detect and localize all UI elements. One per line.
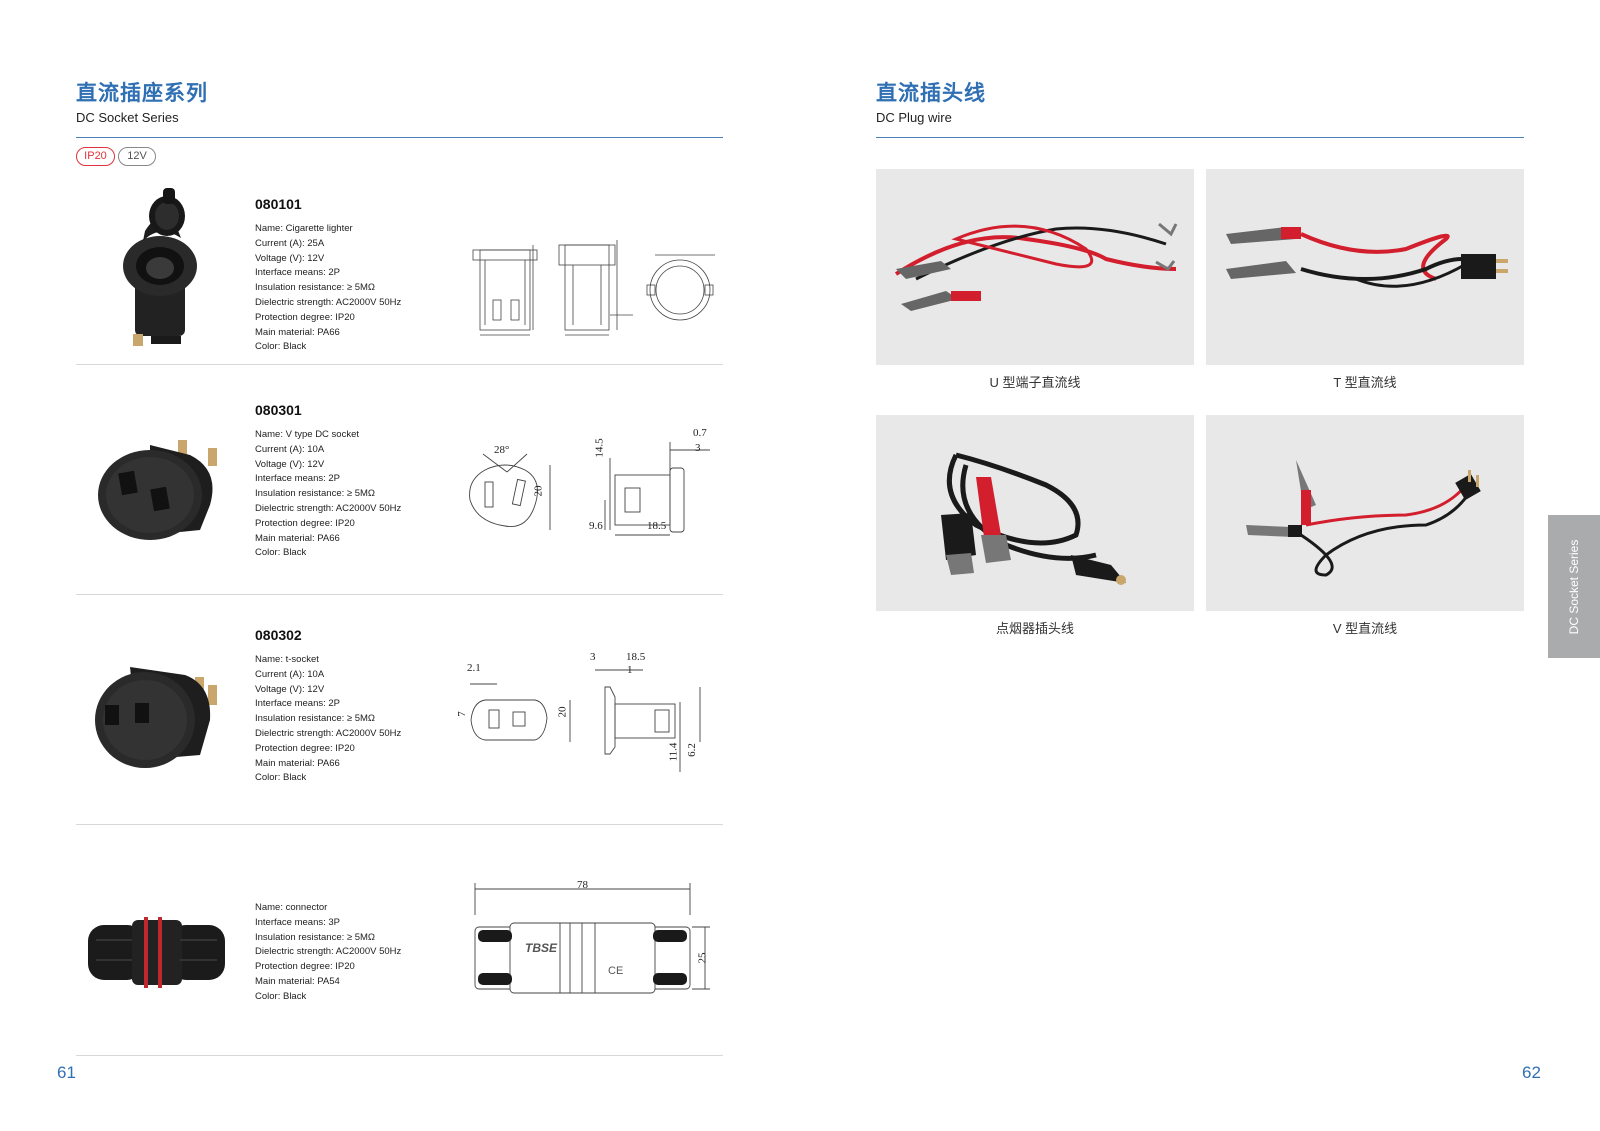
spec-line: Protection degree: IP20 xyxy=(255,961,355,973)
spec-line: Insulation resistance: ≥ 5MΩ xyxy=(255,488,376,500)
dim-label: 7 xyxy=(455,711,468,717)
connector-specs: Name: connector Interface means: 3P Insu… xyxy=(255,901,401,1005)
spec-line: Insulation resistance: ≥ 5MΩ xyxy=(255,713,376,725)
caption-v-type-wire: V 型直流线 xyxy=(1332,621,1398,636)
spec-line: Name: t-socket xyxy=(255,654,319,665)
spec-line: Color: Black xyxy=(255,772,307,784)
dim-label: 78 xyxy=(577,879,588,891)
spec-line: Main material: PA66 xyxy=(255,757,340,769)
left-title-en: DC Socket Series xyxy=(76,110,179,125)
caption-u-type-wire: U 型端子直流线 xyxy=(989,375,1081,390)
divider xyxy=(76,824,723,825)
right-header-rule xyxy=(876,137,1524,138)
spec-line: Current (A): 10A xyxy=(255,443,325,455)
spec-line: Dielectric strength: AC2000V 50Hz xyxy=(255,296,402,308)
spec-line: Name: connector xyxy=(255,902,328,913)
spec-line: Color: Black xyxy=(255,990,307,1002)
spec-line: Protection degree: IP20 xyxy=(255,311,355,323)
dim-label: 3 xyxy=(590,651,596,663)
left-title-cn: 直流插座系列 xyxy=(76,82,208,105)
caption-t-type-wire: T 型直流线 xyxy=(1333,375,1397,390)
dim-label: 1 xyxy=(627,664,633,676)
spec-line: Protection degree: IP20 xyxy=(255,742,355,754)
dim-label: 11.4 xyxy=(667,742,680,762)
side-tab[interactable]: DC Socket Series xyxy=(1548,515,1600,658)
connector-photo xyxy=(82,905,232,1000)
dim-label: 18.5 xyxy=(647,520,667,532)
product-080302-drawing: 2.1 7 20 3 18.5 1 11.4 6.2 xyxy=(456,651,725,777)
product-080101-photo xyxy=(115,186,205,356)
spec-line: Interface means: 3P xyxy=(255,916,341,928)
spec-line: Name: Cigarette lighter xyxy=(255,223,353,234)
dim-label: 18.5 xyxy=(626,651,646,663)
dim-label: 28° xyxy=(494,444,510,456)
spec-line: Interface means: 2P xyxy=(255,698,341,710)
photo-cigarette-plug-wire xyxy=(876,415,1194,611)
spec-line: Name: V type DC socket xyxy=(255,429,360,440)
dim-label: 9.6 xyxy=(589,520,603,532)
spec-line: Dielectric strength: AC2000V 50Hz xyxy=(255,946,402,958)
spec-line: Voltage (V): 12V xyxy=(255,683,325,695)
product-080301-code: 080301 xyxy=(255,402,302,418)
spec-line: Current (A): 10A xyxy=(255,668,325,680)
spec-line: Main material: PA54 xyxy=(255,975,340,987)
product-080302-photo xyxy=(90,655,225,775)
product-080302-specs: Name: t-socket Current (A): 10A Voltage … xyxy=(255,653,401,786)
brand-mark: TBSE xyxy=(525,941,558,955)
product-080301-photo xyxy=(90,430,225,550)
spec-line: Interface means: 2P xyxy=(255,267,341,279)
spec-line: Protection degree: IP20 xyxy=(255,517,355,529)
spec-line: Interface means: 2P xyxy=(255,473,341,485)
page-number-left: 61 xyxy=(57,1063,76,1082)
spec-line: Color: Black xyxy=(255,547,307,559)
photo-v-type-wire xyxy=(1206,415,1524,611)
spec-line: Main material: PA66 xyxy=(255,532,340,544)
product-080101-specs: Name: Cigarette lighter Current (A): 25A… xyxy=(255,222,401,355)
dim-label: 25 xyxy=(696,952,709,964)
product-080301-drawing: 28° 20 14.5 0.7 3 9.6 18.5 xyxy=(465,427,725,550)
product-080101-code: 080101 xyxy=(255,196,302,212)
spec-line: Dielectric strength: AC2000V 50Hz xyxy=(255,727,402,739)
divider xyxy=(76,1055,723,1056)
divider xyxy=(76,594,723,595)
spec-line: Color: Black xyxy=(255,341,307,353)
spec-line: Insulation resistance: ≥ 5MΩ xyxy=(255,931,376,943)
tag-12v: 12V xyxy=(118,147,156,166)
product-080302-code: 080302 xyxy=(255,627,302,643)
connector-drawing: 78 25 TBSE CE xyxy=(470,875,720,995)
left-header-rule xyxy=(76,137,723,138)
spec-line: Main material: PA66 xyxy=(255,326,340,338)
divider xyxy=(76,364,723,365)
ce-mark: CE xyxy=(608,965,624,977)
spec-line: Insulation resistance: ≥ 5MΩ xyxy=(255,282,376,294)
dim-label: 20 xyxy=(532,485,545,497)
product-080301-specs: Name: V type DC socket Current (A): 10A … xyxy=(255,428,401,561)
dim-label: 3 xyxy=(695,442,701,454)
dim-label: 6.2 xyxy=(685,743,698,757)
side-tab-label: DC Socket Series xyxy=(1567,539,1581,634)
page-number-right: 62 xyxy=(1522,1063,1541,1082)
dim-label: 2.1 xyxy=(467,662,481,674)
dim-label: 14.5 xyxy=(593,438,606,458)
product-080101-drawing xyxy=(465,225,725,340)
photo-t-type-wire xyxy=(1206,169,1524,365)
spec-line: Voltage (V): 12V xyxy=(255,458,325,470)
spec-line: Current (A): 25A xyxy=(255,237,325,249)
spec-line: Dielectric strength: AC2000V 50Hz xyxy=(255,502,402,514)
caption-cigarette-plug-wire: 点烟器插头线 xyxy=(995,621,1074,636)
photo-u-type-wire xyxy=(876,169,1194,365)
spec-line: Voltage (V): 12V xyxy=(255,252,325,264)
right-title-cn: 直流插头线 xyxy=(876,82,986,105)
dim-label: 0.7 xyxy=(693,427,707,439)
right-title-en: DC Plug wire xyxy=(876,110,952,125)
tag-ip20: IP20 xyxy=(76,147,115,166)
dim-label: 20 xyxy=(556,706,569,718)
